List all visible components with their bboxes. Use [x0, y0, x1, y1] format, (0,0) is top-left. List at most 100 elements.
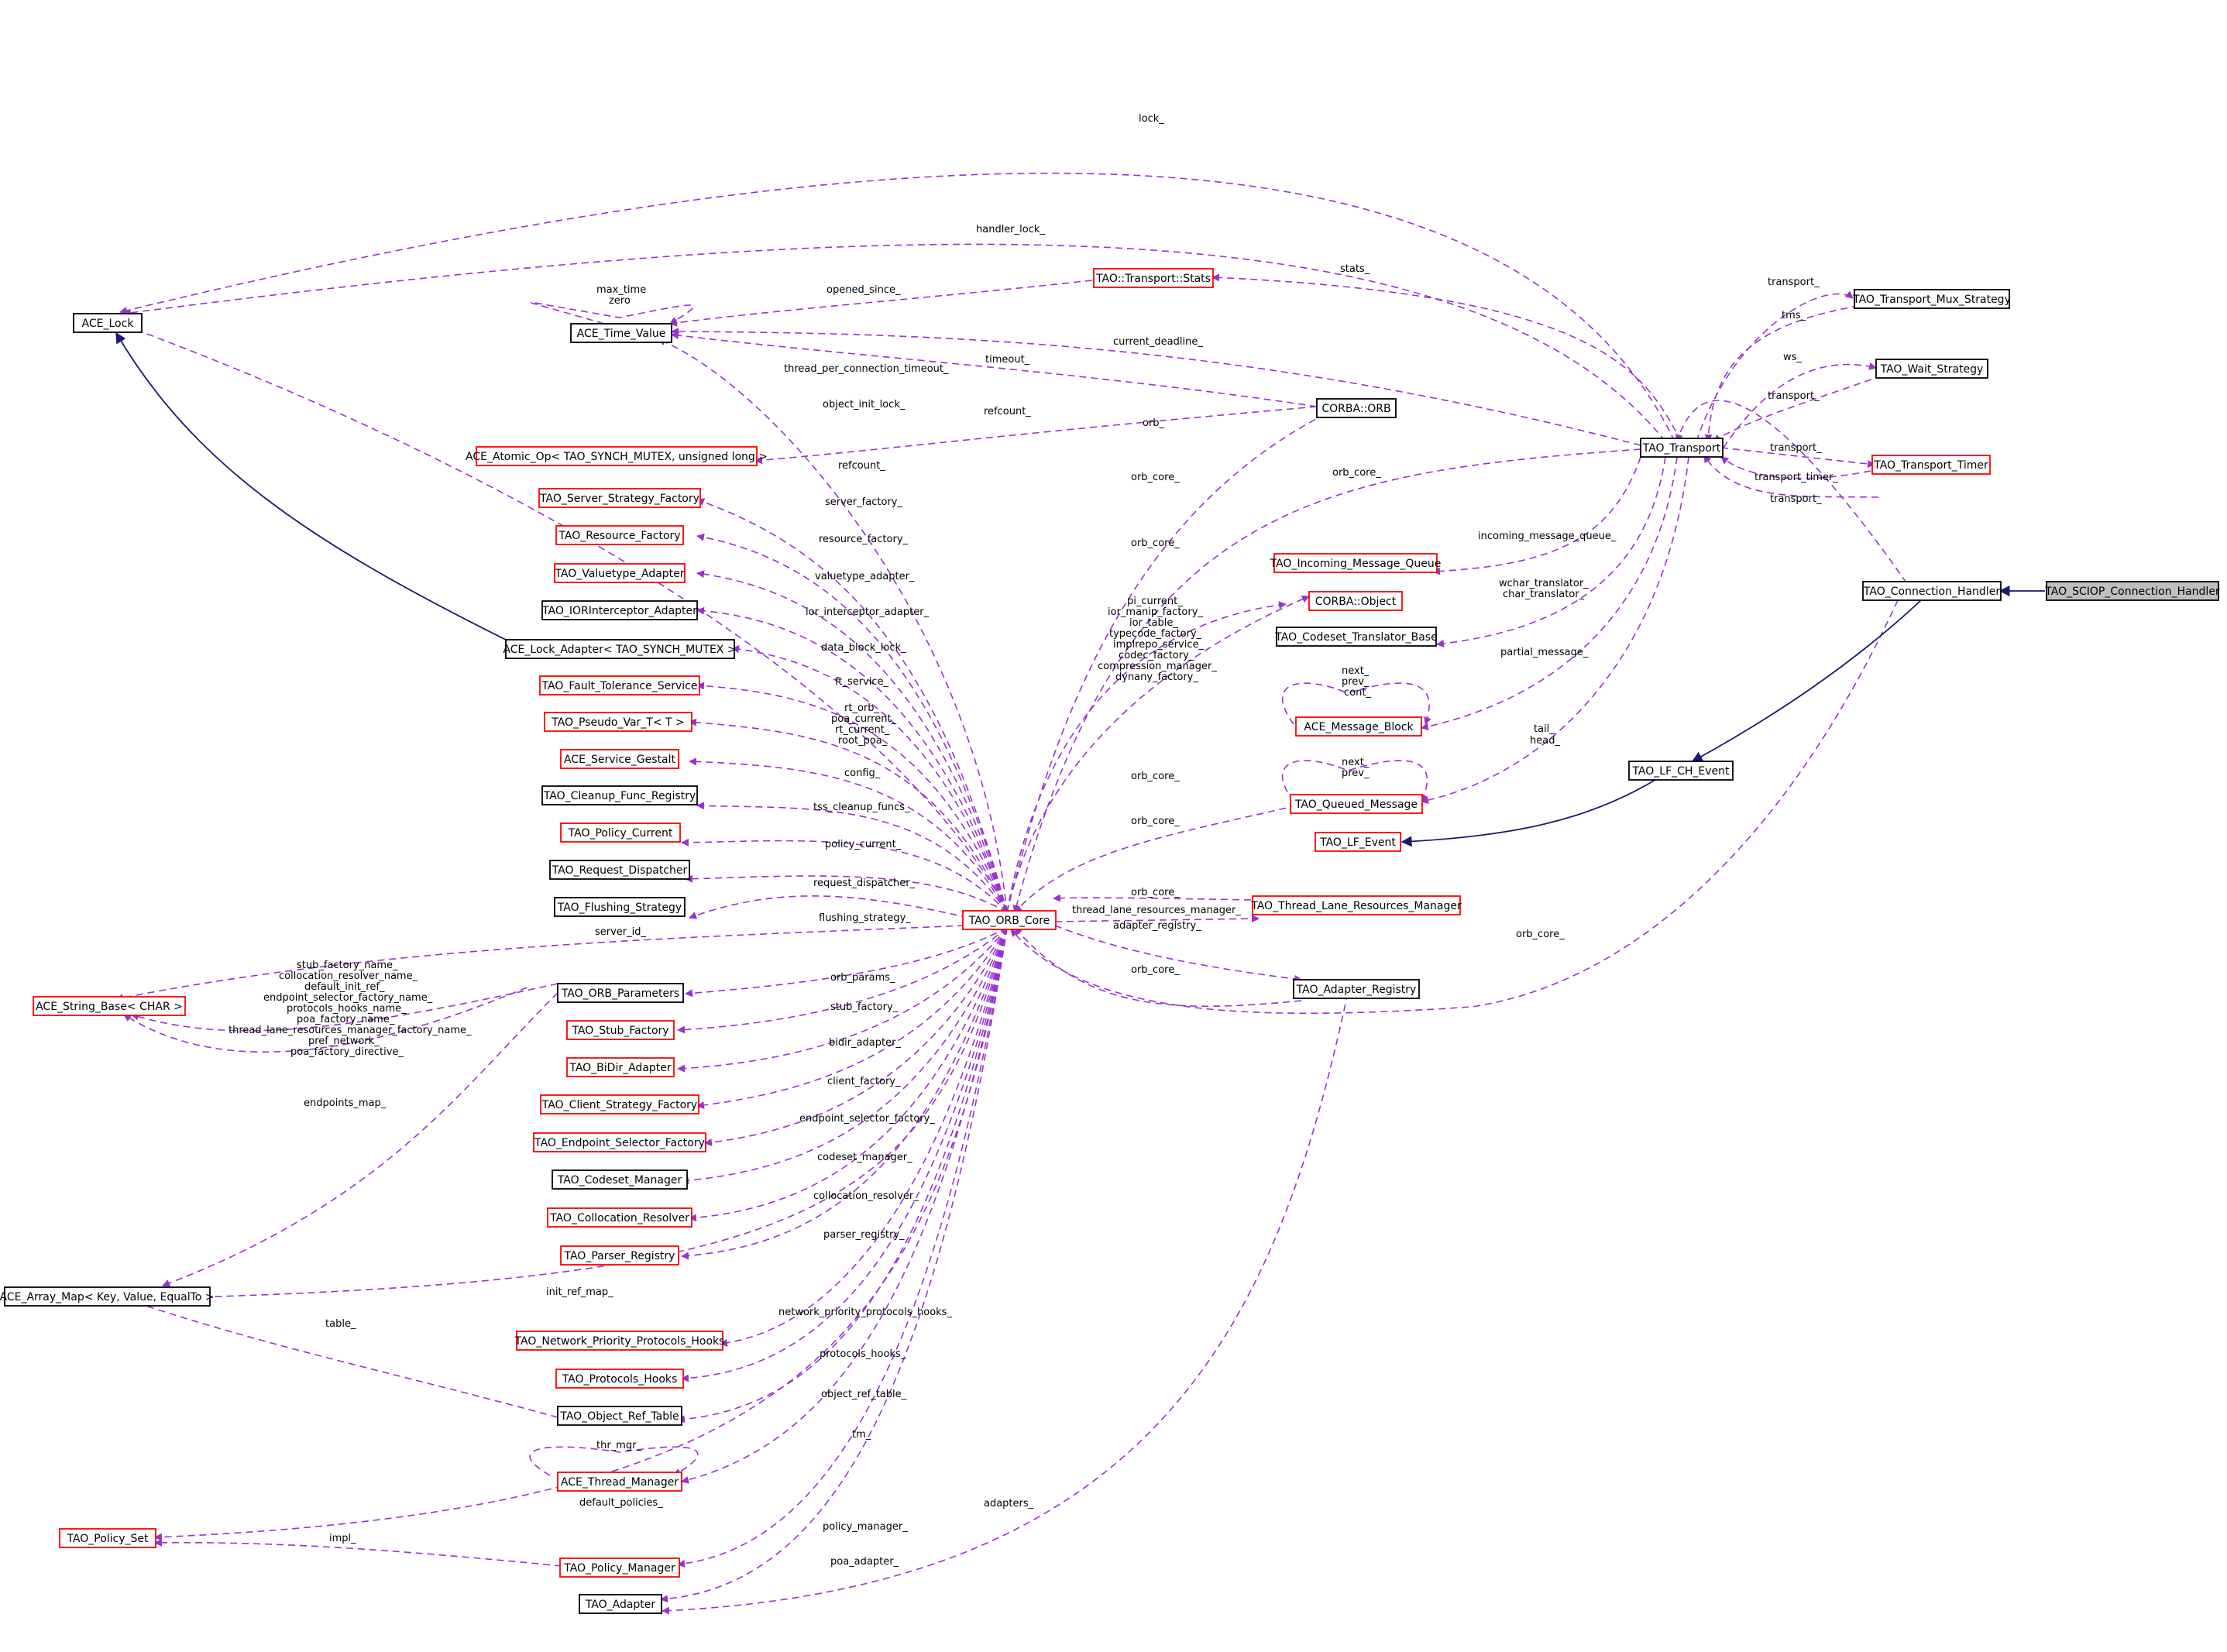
node-tao-endpoint-selector-factory[interactable]: TAO_Endpoint_Selector_Factory [533, 1132, 706, 1152]
node-tao-orb-core[interactable]: TAO_ORB_Core [962, 910, 1057, 930]
node-tao-server-strategy-factory[interactable]: TAO_Server_Strategy_Factory [538, 488, 701, 508]
label-next-1: next_ [1342, 665, 1370, 677]
label-pref-network: pref_network_ [308, 1036, 380, 1047]
svg-text:TAO_Codeset_Manager: TAO_Codeset_Manager [557, 1174, 682, 1187]
node-tao-bidir-adapter[interactable]: TAO_BiDir_Adapter [566, 1057, 675, 1077]
label-orb-core-2: orb_core_ [1131, 538, 1180, 549]
node-ace-time-value[interactable]: ACE_Time_Value [570, 323, 672, 343]
node-tao-adapter-registry[interactable]: TAO_Adapter_Registry [1293, 979, 1420, 999]
label-wchar-translator: wchar_translator_ [1499, 578, 1589, 589]
label-transport-timer-2: transport_timer_ [1754, 472, 1838, 483]
node-ace-array-map[interactable]: ACE_Array_Map< Key, Value, EqualTo > [0, 1286, 215, 1307]
node-ace-string-base[interactable]: ACE_String_Base< CHAR > [33, 996, 186, 1016]
node-tao-request-dispatcher[interactable]: TAO_Request_Dispatcher [549, 860, 690, 880]
label-pi-current: pi_current_ [1127, 596, 1183, 607]
label-transport-mux: transport_ [1768, 276, 1820, 288]
node-tao-transport-mux-strategy[interactable]: TAO_Transport_Mux_Strategy [1852, 289, 2011, 309]
label-ws: ws_ [1783, 352, 1802, 363]
node-tao-sciop-connection-handler[interactable]: TAO_SCIOP_Connection_Handler [2044, 581, 2220, 601]
svg-text:TAO_Collocation_Resolver: TAO_Collocation_Resolver [549, 1212, 689, 1224]
label-rt-current: rt_current_ [835, 724, 890, 736]
node-tao-policy-manager[interactable]: TAO_Policy_Manager [559, 1558, 680, 1578]
node-tao-protocols-hooks[interactable]: TAO_Protocols_Hooks [555, 1369, 684, 1389]
node-tao-adapter[interactable]: TAO_Adapter [579, 1594, 662, 1614]
svg-text:TAO_LF_Event: TAO_LF_Event [1319, 836, 1396, 849]
node-tao-pseudo-var[interactable]: TAO_Pseudo_Var_T< T > [544, 712, 693, 732]
node-tao-codeset-translator-base[interactable]: TAO_Codeset_Translator_Base [1274, 627, 1438, 647]
label-orb-core-5: orb_core_ [1131, 887, 1180, 898]
node-ace-message-block[interactable]: ACE_Message_Block [1295, 716, 1422, 737]
node-tao-valuetype-adapter[interactable]: TAO_Valuetype_Adapter [554, 563, 686, 583]
node-tao-orb-parameters[interactable]: TAO_ORB_Parameters [557, 983, 684, 1003]
node-tao-network-priority-protocols-hooks[interactable]: TAO_Network_Priority_Protocols_Hooks [514, 1331, 725, 1351]
svg-text:ACE_Time_Value: ACE_Time_Value [577, 328, 666, 340]
label-ior-table: ior_table_ [1129, 617, 1178, 629]
label-transport-timer-1: transport_ [1770, 442, 1822, 454]
svg-text:ACE_Array_Map< Key, Value, Equ: ACE_Array_Map< Key, Value, EqualTo > [0, 1291, 215, 1303]
svg-text:CORBA::Object: CORBA::Object [1315, 596, 1397, 608]
label-valuetype-adapter: valuetype_adapter_ [815, 571, 915, 582]
node-corba-object[interactable]: CORBA::Object [1308, 591, 1403, 611]
node-tao-thread-lane-resources-manager[interactable]: TAO_Thread_Lane_Resources_Manager [1250, 895, 1462, 915]
node-tao-incoming-message-queue[interactable]: TAO_Incoming_Message_Queue [1270, 553, 1442, 573]
node-tao-lf-ch-event[interactable]: TAO_LF_CH_Event [1628, 761, 1734, 781]
svg-text:TAO_LF_CH_Event: TAO_LF_CH_Event [1631, 765, 1730, 778]
node-ace-lock[interactable]: ACE_Lock [73, 313, 143, 333]
node-tao-flushing-strategy[interactable]: TAO_Flushing_Strategy [554, 897, 686, 917]
node-tao-client-strategy-factory[interactable]: TAO_Client_Strategy_Factory [540, 1094, 699, 1114]
node-ace-lock-adapter[interactable]: ACE_Lock_Adapter< TAO_SYNCH_MUTEX > [503, 639, 737, 659]
label-endpoint-selector-factory: endpoint_selector_factory_ [799, 1113, 935, 1125]
node-tao-lf-event[interactable]: TAO_LF_Event [1315, 832, 1401, 852]
node-ace-service-gestalt[interactable]: ACE_Service_Gestalt [560, 749, 679, 769]
svg-text:TAO_Request_Dispatcher: TAO_Request_Dispatcher [552, 864, 688, 877]
label-thr-mgr: thr_mgr_ [596, 1440, 641, 1451]
svg-text:TAO_Cleanup_Func_Registry: TAO_Cleanup_Func_Registry [543, 790, 696, 802]
node-tao-queued-message[interactable]: TAO_Queued_Message [1290, 794, 1423, 814]
node-tao-transport-stats[interactable]: TAO::Transport::Stats [1093, 268, 1214, 288]
node-tao-policy-current[interactable]: TAO_Policy_Current [560, 823, 681, 843]
svg-text:TAO_Codeset_Translator_Base: TAO_Codeset_Translator_Base [1274, 631, 1437, 644]
label-object-init-lock: object_init_lock_ [823, 399, 906, 410]
node-tao-policy-set[interactable]: TAO_Policy_Set [59, 1528, 156, 1548]
label-tss-cleanup-funcs: tss_cleanup_funcs_ [813, 802, 910, 813]
svg-text:TAO_Adapter: TAO_Adapter [585, 1599, 656, 1611]
svg-text:TAO_Flushing_Strategy: TAO_Flushing_Strategy [557, 902, 682, 914]
label-poa-factory-name: poa_factory_name_ [297, 1014, 395, 1025]
node-tao-parser-registry[interactable]: TAO_Parser_Registry [560, 1245, 679, 1266]
node-tao-transport[interactable]: TAO_Transport [1640, 438, 1724, 458]
node-corba-orb[interactable]: CORBA::ORB [1316, 398, 1397, 418]
svg-text:TAO_Thread_Lane_Resources_Mana: TAO_Thread_Lane_Resources_Manager [1250, 900, 1462, 912]
svg-text:TAO_Policy_Current: TAO_Policy_Current [568, 827, 673, 840]
label-impl: impl_ [329, 1533, 356, 1544]
node-tao-wait-strategy[interactable]: TAO_Wait_Strategy [1875, 359, 1988, 379]
label-thread-per-connection-timeout: thread_per_connection_timeout_ [784, 363, 949, 375]
node-tao-object-ref-table[interactable]: TAO_Object_Ref_Table [557, 1406, 682, 1426]
svg-text:TAO_Policy_Manager: TAO_Policy_Manager [563, 1562, 675, 1575]
svg-text:TAO_Transport_Timer: TAO_Transport_Timer [1873, 459, 1988, 472]
node-tao-fault-tolerance-service[interactable]: TAO_Fault_Tolerance_Service [539, 675, 700, 695]
label-prev-2: prev_ [1342, 768, 1370, 779]
node-tao-cleanup-func-registry[interactable]: TAO_Cleanup_Func_Registry [541, 785, 698, 805]
label-transport-ws: transport_ [1768, 390, 1820, 402]
node-ace-thread-manager[interactable]: ACE_Thread_Manager [557, 1472, 682, 1492]
label-ft-service: ft_service_ [835, 676, 889, 688]
svg-text:TAO_Client_Strategy_Factory: TAO_Client_Strategy_Factory [541, 1099, 697, 1111]
node-tao-connection-handler[interactable]: TAO_Connection_Handler [1862, 581, 2002, 601]
node-ace-atomic-op[interactable]: ACE_Atomic_Op< TAO_SYNCH_MUTEX, unsigned… [466, 446, 768, 466]
svg-text:TAO_Protocols_Hooks: TAO_Protocols_Hooks [562, 1373, 678, 1386]
usage-edges [115, 172, 1914, 1615]
node-tao-codeset-manager[interactable]: TAO_Codeset_Manager [552, 1169, 688, 1190]
svg-text:ACE_Atomic_Op< TAO_SYNCH_MUTEX: ACE_Atomic_Op< TAO_SYNCH_MUTEX, unsigned… [466, 451, 768, 463]
node-tao-collocation-resolver[interactable]: TAO_Collocation_Resolver [547, 1207, 693, 1228]
label-poa-adapter: poa_adapter_ [830, 1556, 899, 1568]
svg-text:TAO_SCIOP_Connection_Handler: TAO_SCIOP_Connection_Handler [2044, 586, 2220, 598]
label-adapters: adapters_ [984, 1498, 1034, 1509]
node-tao-resource-factory[interactable]: TAO_Resource_Factory [555, 525, 684, 545]
node-tao-transport-timer[interactable]: TAO_Transport_Timer [1871, 455, 1991, 475]
label-root-poa: root_poa_ [838, 735, 888, 747]
node-tao-stub-factory[interactable]: TAO_Stub_Factory [566, 1020, 675, 1040]
label-next-2: next_ [1342, 757, 1370, 768]
node-tao-iorinterceptor-adapter[interactable]: TAO_IORInterceptor_Adapter [541, 600, 698, 620]
label-rt-orb: rt_orb_ [844, 702, 879, 714]
svg-text:TAO_Wait_Strategy: TAO_Wait_Strategy [1880, 363, 1984, 376]
